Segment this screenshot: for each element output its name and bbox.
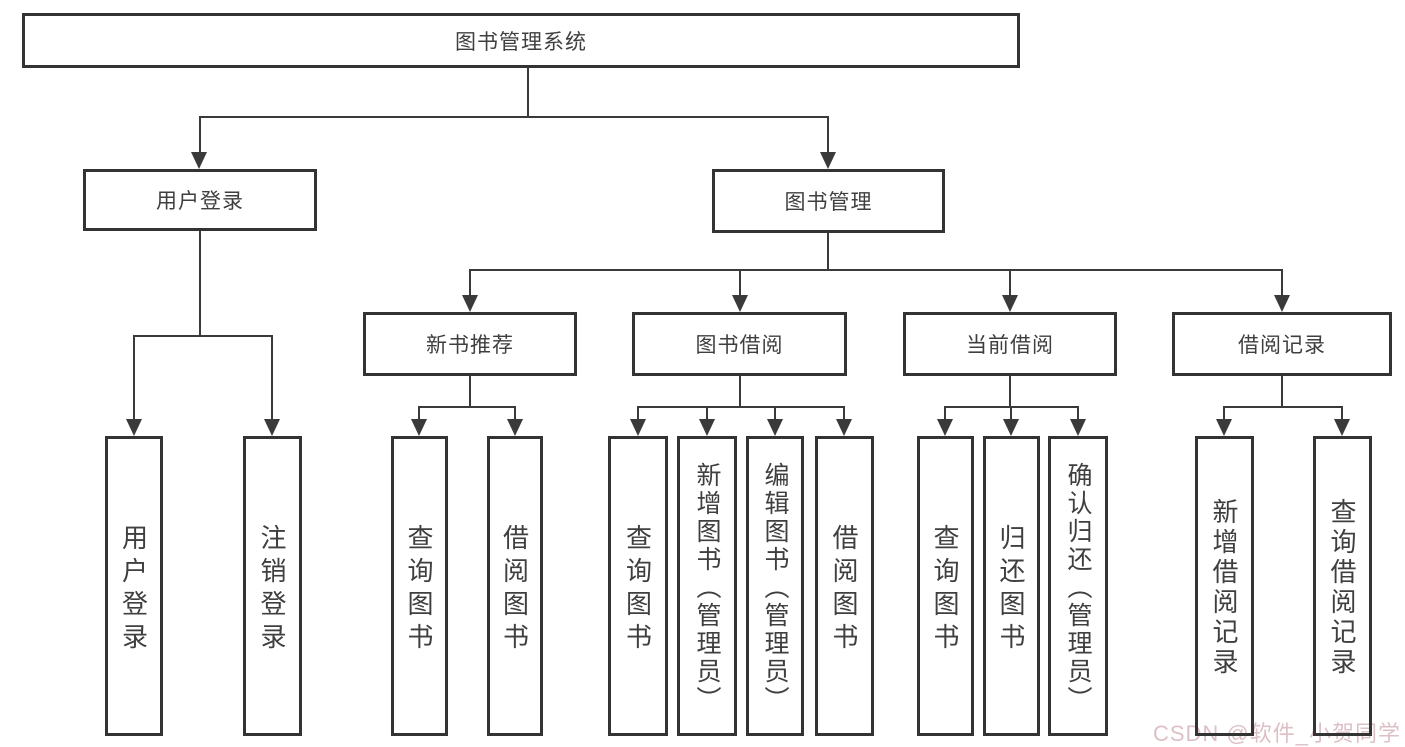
- connector-line: [199, 116, 829, 118]
- arrow-head: [820, 152, 836, 169]
- connector-line: [827, 233, 829, 270]
- arrow-head: [1274, 295, 1290, 312]
- arrow-head: [462, 295, 478, 312]
- leaf-br-query-record: 查询借阅记录: [1313, 436, 1372, 736]
- connector-line: [843, 406, 845, 421]
- arrow-head: [264, 419, 280, 436]
- connector-line: [739, 269, 741, 297]
- node-new-book-recommend: 新书推荐: [363, 312, 577, 376]
- connector-line: [637, 406, 845, 408]
- arrow-head: [1334, 419, 1350, 436]
- connector-line: [1223, 406, 1343, 408]
- connector-line: [1341, 406, 1343, 421]
- connector-line: [199, 116, 201, 154]
- leaf-nb-query-books: 查询图书: [391, 436, 448, 736]
- leaf-logout: 注销登录: [243, 436, 302, 736]
- connector-line: [418, 406, 420, 421]
- arrow-head: [732, 295, 748, 312]
- connector-line: [469, 376, 471, 407]
- connector-line: [469, 269, 471, 297]
- leaf-user-login-label: 用户登录: [118, 523, 149, 656]
- connector-line: [133, 335, 135, 421]
- connector-line: [944, 406, 946, 421]
- leaf-nb-borrow-books: 借阅图书: [487, 436, 543, 736]
- node-book-borrowing: 图书借阅: [632, 312, 847, 376]
- leaf-cb-confirm-return-label: 确认归还（管理员）: [1064, 461, 1092, 714]
- node-root: 图书管理系统: [22, 13, 1020, 68]
- node-book-borrowing-label: 图书借阅: [695, 334, 784, 357]
- leaf-bb-add-book-admin-label: 新增图书（管理员）: [693, 461, 721, 714]
- connector-line: [133, 335, 273, 337]
- leaf-cb-confirm-return: 确认归还（管理员）: [1048, 436, 1108, 736]
- node-book-management: 图书管理: [712, 169, 945, 233]
- leaf-bb-borrow-books: 借阅图书: [815, 436, 874, 736]
- connector-line: [739, 376, 741, 407]
- arrow-head: [1216, 419, 1232, 436]
- connector-line: [1077, 406, 1079, 421]
- connector-line: [1009, 269, 1011, 297]
- leaf-cb-return-books: 归还图书: [983, 436, 1040, 736]
- leaf-nb-query-books-label: 查询图书: [404, 523, 434, 656]
- node-borrowing-records: 借阅记录: [1172, 312, 1392, 376]
- connector-line: [637, 406, 639, 421]
- leaf-bb-query-books-label: 查询图书: [622, 523, 653, 656]
- leaf-nb-borrow-books-label: 借阅图书: [499, 523, 530, 656]
- arrow-head: [630, 419, 646, 436]
- leaf-br-query-record-label: 查询借阅记录: [1327, 498, 1357, 678]
- leaf-logout-label: 注销登录: [257, 523, 287, 656]
- csdn-watermark: CSDN @软件_小贺同学: [1152, 721, 1401, 746]
- arrow-head: [1070, 419, 1086, 436]
- connector-line: [1281, 376, 1283, 407]
- connector-line: [774, 406, 776, 421]
- connector-line: [418, 406, 516, 408]
- node-user-login-label: 用户登录: [156, 190, 244, 213]
- connector-line: [1281, 269, 1283, 297]
- arrow-head: [191, 152, 207, 169]
- leaf-bb-edit-book-admin-label: 编辑图书（管理员）: [761, 461, 789, 714]
- node-root-label: 图书管理系统: [455, 30, 587, 54]
- leaf-bb-query-books: 查询图书: [608, 436, 668, 736]
- connector-line: [706, 406, 708, 421]
- connector-line: [1223, 406, 1225, 421]
- node-current-borrowing: 当前借阅: [903, 312, 1117, 376]
- node-user-login: 用户登录: [83, 169, 317, 231]
- connector-line: [827, 116, 829, 154]
- node-borrowing-records-label: 借阅记录: [1238, 334, 1326, 357]
- arrow-head: [1003, 419, 1019, 436]
- leaf-bb-edit-book-admin: 编辑图书（管理员）: [746, 436, 804, 736]
- leaf-br-add-record: 新增借阅记录: [1195, 436, 1254, 736]
- connector-line: [1009, 376, 1011, 407]
- arrow-head: [699, 419, 715, 436]
- leaf-cb-return-books-label: 归还图书: [996, 523, 1026, 656]
- arrow-head: [507, 419, 523, 436]
- arrow-head: [1002, 295, 1018, 312]
- node-book-management-label: 图书管理: [784, 191, 873, 214]
- connector-line: [527, 68, 529, 117]
- connector-line: [1010, 406, 1012, 421]
- leaf-br-add-record-label: 新增借阅记录: [1209, 498, 1239, 678]
- connector-line: [271, 335, 273, 421]
- arrow-head: [411, 419, 427, 436]
- connector-line: [514, 406, 516, 421]
- arrow-head: [836, 419, 852, 436]
- node-current-borrowing-label: 当前借阅: [966, 334, 1054, 357]
- leaf-user-login: 用户登录: [105, 436, 163, 736]
- leaf-cb-query-books: 查询图书: [917, 436, 974, 736]
- leaf-cb-query-books-label: 查询图书: [930, 523, 960, 656]
- leaf-bb-borrow-books-label: 借阅图书: [829, 523, 859, 656]
- connector-line: [199, 231, 201, 336]
- leaf-bb-add-book-admin: 新增图书（管理员）: [677, 436, 737, 736]
- connector-line: [469, 269, 1283, 271]
- arrow-head: [767, 419, 783, 436]
- arrow-head: [126, 419, 142, 436]
- arrow-head: [937, 419, 953, 436]
- node-new-book-recommend-label: 新书推荐: [426, 334, 514, 357]
